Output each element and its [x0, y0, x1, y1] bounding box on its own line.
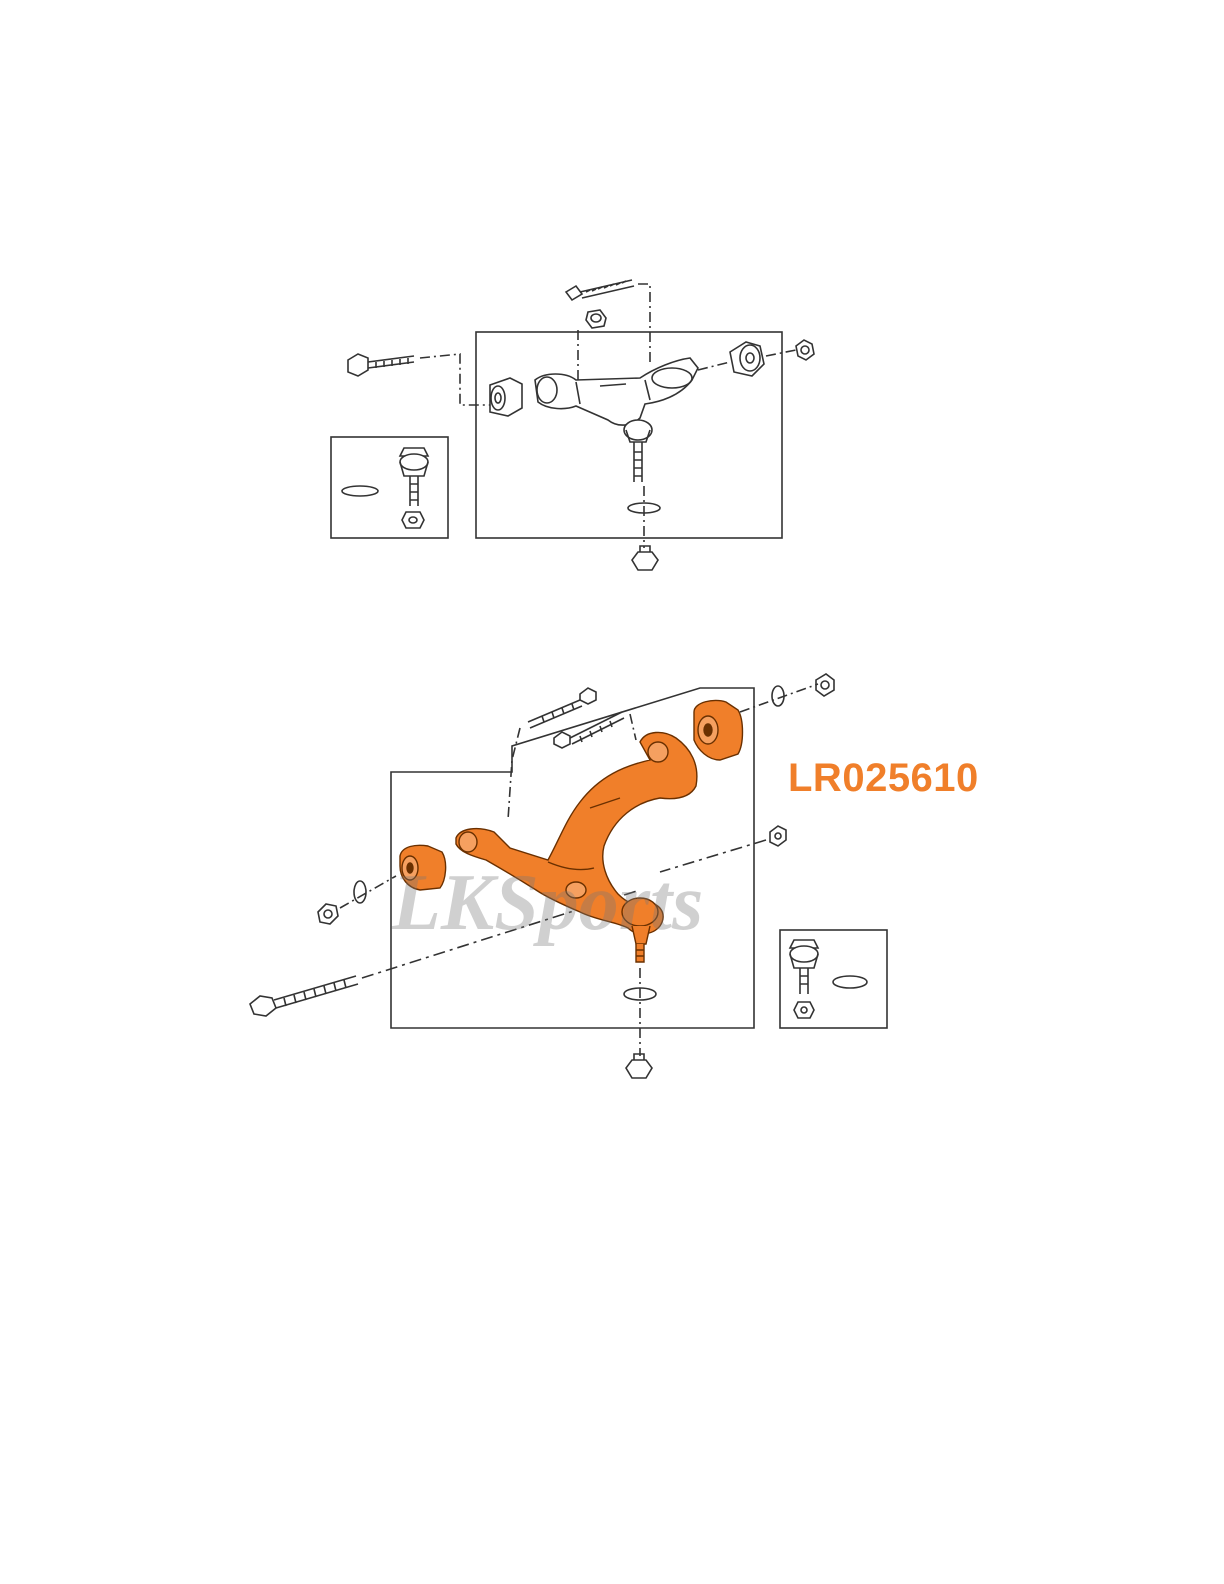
lower-bottom-nut	[625, 1053, 653, 1079]
lower-leader-line	[507, 727, 521, 821]
upper-left-bolt	[347, 353, 415, 377]
lower-left-nut	[317, 903, 339, 925]
lower-right-washer	[771, 685, 785, 707]
upper-ball-joint	[623, 419, 653, 482]
upper-control-arm-body	[534, 357, 699, 426]
upper-inset-ball-joint	[341, 447, 430, 529]
lower-left-washer	[353, 880, 367, 904]
upper-top-bolt	[564, 279, 635, 302]
upper-frame-box	[475, 331, 783, 539]
part-number-label: LR025610	[788, 756, 979, 800]
lower-top-bolts	[527, 687, 625, 749]
lower-inset-ball-joint	[788, 939, 868, 1019]
upper-bottom-nut	[631, 545, 659, 571]
upper-ball-joint-inset-box	[330, 436, 449, 539]
upper-small-nut	[585, 309, 607, 329]
lower-front-bushing	[399, 844, 447, 891]
lower-leader-line	[629, 713, 637, 741]
upper-right-nut	[795, 339, 815, 361]
lower-leader-line	[659, 839, 767, 873]
lower-control-arm-body	[455, 731, 698, 963]
lower-rear-bushing	[693, 699, 744, 761]
lower-highlighted-parts	[399, 699, 744, 963]
lower-long-bolt	[249, 975, 359, 1017]
lower-ball-joint-inset-box	[779, 929, 888, 1029]
lower-leader-line	[339, 875, 397, 909]
upper-leader-line	[765, 349, 797, 357]
upper-leader-line	[419, 353, 490, 406]
lower-control-arm-exploded-view	[249, 673, 888, 1079]
upper-left-bushing	[489, 377, 523, 417]
lower-mid-nut	[769, 825, 787, 847]
lower-leader-line	[739, 683, 819, 713]
upper-leader-line	[697, 361, 731, 371]
lower-right-nut	[815, 673, 835, 697]
upper-right-bushing	[729, 341, 765, 377]
upper-leader-line	[638, 283, 651, 362]
watermark-text: LKSports	[392, 859, 704, 947]
upper-control-arm-exploded-view	[330, 279, 815, 571]
